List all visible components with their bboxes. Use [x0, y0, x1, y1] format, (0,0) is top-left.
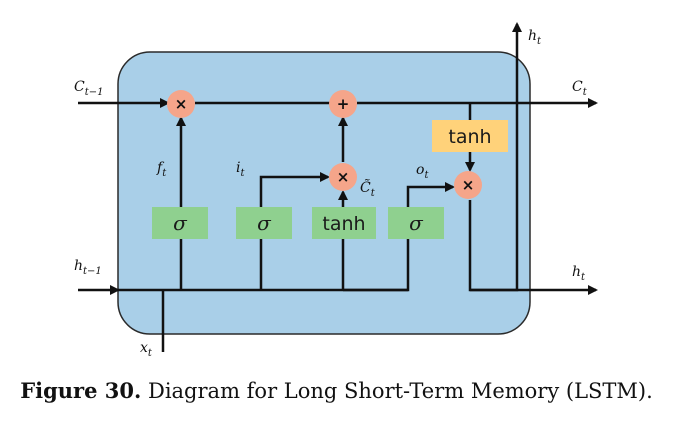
input-gate-path — [259, 172, 330, 290]
output-multiply-op — [454, 171, 482, 199]
output-gate-box — [388, 207, 444, 239]
forget-gate-box — [152, 207, 208, 239]
lstm-cell-body — [117, 51, 531, 335]
input-multiply-op — [329, 163, 357, 191]
cell-add-symbol: + — [337, 95, 350, 113]
cell-tanh-box — [432, 120, 508, 152]
o-gate-label: ot — [416, 162, 429, 181]
c-prev-label: Ct−1 — [74, 79, 103, 98]
h-prev-label: ht−1 — [74, 258, 102, 277]
i-gate-label: it — [236, 160, 245, 179]
forget-multiply-op — [167, 90, 195, 118]
input-gate-label: σ — [257, 211, 272, 235]
input-gate-box — [236, 207, 292, 239]
forget-gate-label: σ — [173, 211, 188, 235]
h-out-label: ht — [528, 28, 542, 47]
f-gate-label: ft — [156, 160, 167, 179]
forget-multiply-symbol: × — [175, 95, 188, 113]
hidden-up-path — [470, 22, 522, 292]
x-input-label: xt — [140, 340, 153, 359]
output-gate-label: σ — [409, 211, 424, 235]
candidate-gate-label: tanh — [322, 213, 365, 235]
lstm-diagram: σ σ tanh σ tanh × + × × Ct−1 Ct ht−1 ht … — [74, 22, 598, 359]
figure-caption-text: Diagram for Long Short-Term Memory (LSTM… — [141, 379, 653, 403]
figure-caption: Figure 30. Diagram for Long Short-Term M… — [0, 378, 673, 403]
h-next-label: ht — [572, 264, 586, 283]
cell-add-op — [329, 90, 357, 118]
c-tilde-label: C̃t — [360, 178, 376, 199]
c-next-label: Ct — [572, 79, 588, 98]
input-multiply-symbol: × — [337, 168, 350, 186]
cell-tanh-label: tanh — [448, 126, 491, 148]
output-multiply-symbol: × — [462, 176, 475, 194]
figure-caption-prefix: Figure 30. — [20, 378, 142, 403]
candidate-gate-box — [312, 207, 376, 239]
